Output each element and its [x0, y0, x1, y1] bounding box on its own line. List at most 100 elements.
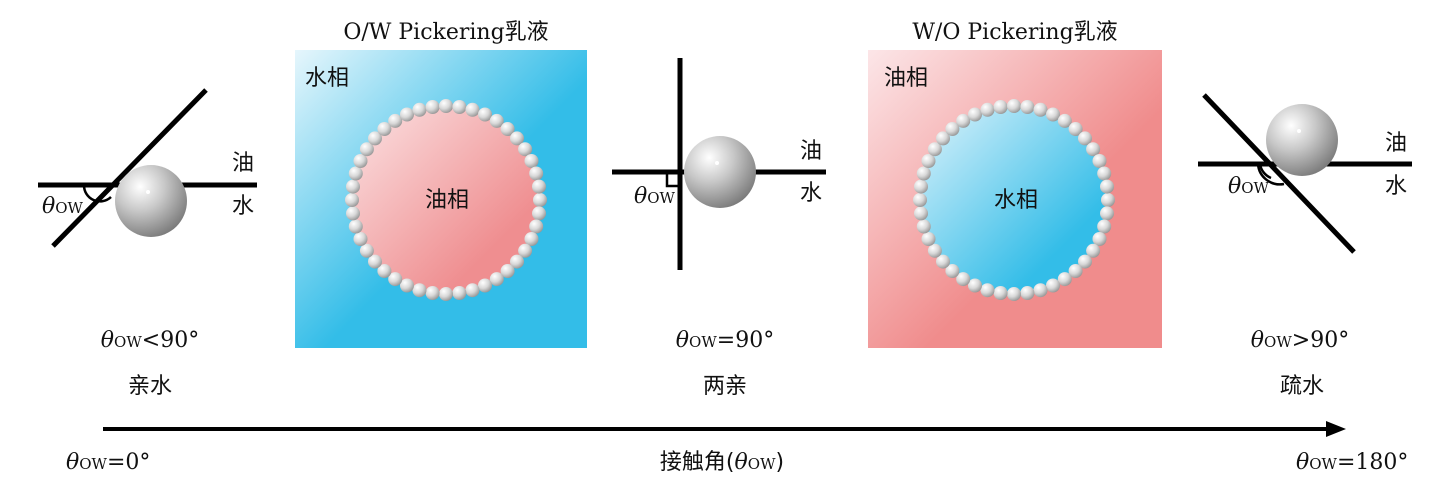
interface-particle [1078, 254, 1092, 269]
interface-particle [510, 254, 524, 269]
interface-particle [500, 122, 515, 136]
interface-particle [927, 243, 942, 258]
interface-particle [346, 179, 360, 194]
wo-inner-phase-label: 水相 [993, 188, 1039, 213]
interface-particle [524, 232, 539, 246]
interface-particle [359, 142, 374, 157]
neutral-right-angle-mark [665, 172, 681, 188]
theta-symbol: θ [42, 194, 56, 219]
hydrophobic-water-label: 水 [1385, 174, 1408, 199]
wo-panel-title: W/O Pickering乳液 [912, 20, 1118, 45]
interface-particle [359, 243, 374, 258]
hydrophobic-condition: θOW>90° [1251, 330, 1349, 352]
ow-subscript: OW [1264, 333, 1292, 351]
interface-particle [993, 100, 1008, 114]
interface-particle [1068, 264, 1083, 278]
interface-particle [945, 264, 960, 278]
interface-particle [388, 113, 403, 128]
axis-title-text: 接触角( [659, 450, 735, 475]
interface-particle [377, 122, 392, 136]
hydrophilic-angle-label: θOW [42, 196, 83, 218]
interface-particle [500, 264, 515, 278]
axis-start-value: =0° [106, 450, 151, 475]
interface-particle [532, 206, 546, 221]
interface-particle [1033, 102, 1048, 117]
theta-symbol: θ [1250, 328, 1265, 353]
interface-particle [1033, 283, 1048, 298]
interface-particle [916, 219, 931, 234]
neutral-type-label: 两亲 [702, 374, 748, 399]
interface-particle [478, 107, 492, 122]
hydrophilic-condition: θOW<90° [101, 330, 199, 352]
interface-particle [1100, 179, 1114, 194]
interface-particle [489, 113, 504, 128]
interface-particle [439, 287, 453, 301]
axis-start-label: θOW=0° [66, 452, 150, 474]
interface-particle [1097, 219, 1112, 234]
hydrophilic-oil-label: 油 [232, 151, 255, 176]
condition-value: =90° [716, 328, 775, 353]
interface-particle [914, 179, 928, 194]
interface-particle [936, 254, 950, 269]
hydrophobic-angle-arc [1258, 163, 1272, 180]
ow-subscript: OW [689, 333, 717, 351]
theta-symbol: θ [734, 450, 748, 475]
interface-particle [980, 102, 995, 117]
theta-symbol: θ [1228, 174, 1242, 199]
interface-particle [980, 283, 995, 298]
interface-particle [400, 278, 414, 293]
hydrophilic-water-label: 水 [232, 194, 255, 219]
interface-particle [945, 122, 960, 136]
neutral-particle-highlight [715, 161, 719, 165]
neutral-angle-label: θOW [634, 186, 675, 208]
wo-particle-ring [913, 99, 1115, 301]
theta-symbol: θ [634, 184, 648, 209]
interface-particle [968, 278, 982, 293]
interface-particle [425, 286, 440, 300]
theta-symbol: θ [66, 450, 80, 475]
interface-particle [368, 254, 382, 269]
interface-particle [353, 154, 368, 168]
interface-particle [348, 166, 363, 181]
condition-value: <90° [141, 328, 200, 353]
interface-particle [412, 283, 427, 298]
interface-particle [913, 193, 927, 207]
interface-particle [968, 107, 982, 122]
hydrophobic-contact-line [1202, 93, 1356, 254]
ow-subscript: OW [79, 455, 107, 473]
wo-outer-phase-label: 油相 [884, 66, 929, 91]
interface-particle [1092, 154, 1107, 168]
interface-particle [412, 102, 427, 117]
interface-particle [518, 243, 533, 258]
interface-particle [1007, 287, 1021, 301]
hydrophilic-particle [115, 165, 187, 237]
interface-particle [518, 142, 533, 157]
interface-particle [400, 107, 414, 122]
interface-particle [465, 283, 480, 298]
hydrophilic-type-label: 亲水 [127, 374, 173, 399]
interface-particle [388, 272, 403, 287]
interface-particle [1068, 122, 1083, 136]
interface-particle [1101, 193, 1115, 207]
interface-particle [465, 102, 480, 117]
ow-subscript: OW [1241, 179, 1269, 197]
interface-particle [1092, 232, 1107, 246]
interface-particle [1057, 272, 1072, 287]
ow-oil-droplet [351, 105, 541, 295]
theta-symbol: θ [100, 328, 115, 353]
interface-particle [439, 99, 453, 113]
interface-particle [1097, 166, 1112, 181]
interface-particle [921, 232, 936, 246]
ow-panel-title: O/W Pickering乳液 [343, 20, 549, 45]
interface-particle [529, 166, 544, 181]
interface-particle [1057, 113, 1072, 128]
interface-particle [993, 286, 1008, 300]
interface-particle [1020, 286, 1035, 300]
ow-subscript: OW [55, 199, 83, 217]
neutral-particle [684, 136, 756, 208]
interface-particle [956, 272, 971, 287]
interface-particle [1078, 131, 1092, 146]
hydrophilic-angle-arc [82, 184, 112, 203]
axis-title: 接触角(θOW) [660, 452, 784, 474]
